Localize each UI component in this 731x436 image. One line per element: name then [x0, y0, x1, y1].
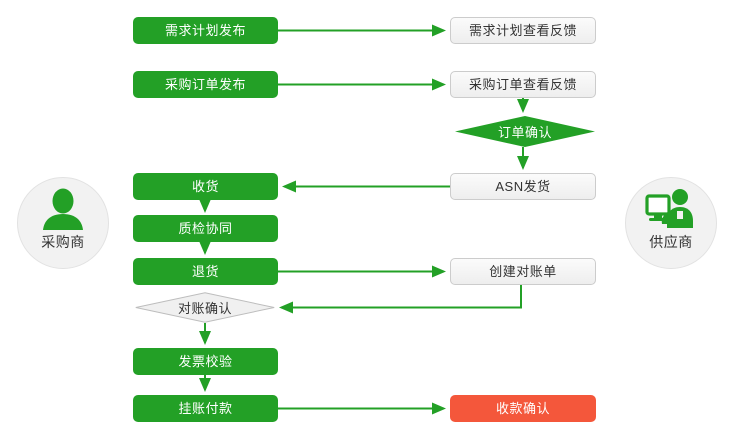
node-order-confirm[interactable]: 订单确认 — [455, 116, 595, 147]
person-icon — [43, 188, 83, 230]
diamond-shape — [455, 116, 595, 147]
edge-create-statement-to-statement-confirm — [279, 285, 522, 314]
node-statement-confirm[interactable]: 对账确认 — [135, 292, 275, 323]
node-invoice-verify[interactable]: 发票校验 — [133, 348, 278, 375]
node-demand-plan-publish[interactable]: 需求计划发布 — [133, 17, 278, 44]
node-demand-plan-feedback[interactable]: 需求计划查看反馈 — [450, 17, 596, 44]
node-asn-shipment[interactable]: ASN发货 — [450, 173, 596, 200]
node-label: ASN发货 — [495, 179, 551, 194]
node-label: 采购订单发布 — [164, 77, 246, 92]
node-label: 退货 — [191, 264, 219, 279]
node-po-publish[interactable]: 采购订单发布 — [133, 71, 278, 98]
node-label: 挂账付款 — [178, 401, 233, 416]
actor-supplier[interactable]: 供应商 — [625, 177, 717, 269]
node-label: 收款确认 — [495, 401, 550, 416]
person-at-computer-icon — [645, 189, 693, 228]
diamond-shape — [135, 292, 275, 323]
actor-supplier-label: 供应商 — [649, 234, 693, 250]
node-return-goods[interactable]: 退货 — [133, 258, 278, 285]
node-label: 需求计划发布 — [164, 23, 246, 38]
node-quality-collab[interactable]: 质检协同 — [133, 215, 278, 242]
node-label: 发票校验 — [178, 354, 233, 369]
actor-buyer[interactable]: 采购商 — [17, 177, 109, 269]
node-po-feedback[interactable]: 采购订单查看反馈 — [450, 71, 596, 98]
node-label: 采购订单查看反馈 — [468, 77, 577, 92]
node-label: 收货 — [191, 179, 219, 194]
node-label: 需求计划查看反馈 — [468, 23, 577, 38]
actor-buyer-label: 采购商 — [41, 234, 85, 250]
node-goods-receipt[interactable]: 收货 — [133, 173, 278, 200]
node-label: 创建对账单 — [489, 264, 557, 279]
node-label: 质检协同 — [178, 221, 233, 236]
node-receipt-confirm[interactable]: 收款确认 — [450, 395, 596, 422]
node-create-statement[interactable]: 创建对账单 — [450, 258, 596, 285]
node-payment-posting[interactable]: 挂账付款 — [133, 395, 278, 422]
